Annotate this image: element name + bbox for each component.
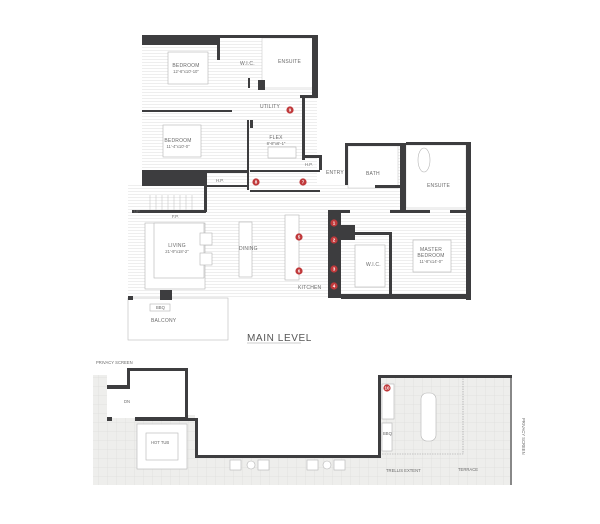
svg-text:2: 2	[333, 238, 336, 243]
utility-label: UTILITY	[260, 104, 280, 110]
bed	[167, 51, 209, 85]
master-bed	[412, 239, 452, 273]
hot-tub-label: HOT TUB	[151, 440, 169, 445]
marker-3: 3	[330, 265, 338, 273]
ensuite-master-tile	[405, 144, 467, 209]
marker-7: 7	[299, 178, 307, 186]
dining-label: DINING	[239, 246, 258, 252]
terrace-label: TERRACE	[458, 467, 478, 472]
svg-text:1: 1	[333, 221, 336, 226]
bedroom2-dims: 11'-4"x10'-0"	[166, 144, 190, 149]
master-label-2: BEDROOM	[417, 253, 444, 259]
lounge-chair	[333, 459, 346, 471]
side-table	[246, 460, 256, 470]
master-label: MASTER	[420, 247, 442, 253]
wic-shelving	[354, 244, 386, 288]
flex-dims: 8'-8"x6'-1"	[267, 141, 286, 146]
rug	[153, 222, 205, 279]
markers: 1 2 3 4 5 6 7 8 9 10	[252, 106, 391, 392]
marker-9: 9	[286, 106, 294, 114]
svg-text:8: 8	[255, 180, 258, 185]
ensuite-master-label: ENSUITE	[427, 183, 451, 189]
bbq-grill	[149, 303, 171, 312]
balcony-floor	[127, 297, 229, 341]
lounge-chair	[306, 459, 319, 471]
lounge-chair	[229, 459, 242, 471]
bedroom1-dims: 12'-6"x10'-10"	[173, 69, 199, 74]
svg-text:5: 5	[298, 235, 301, 240]
marker-10: 10	[383, 384, 391, 392]
svg-text:6: 6	[298, 269, 301, 274]
trellis-outline	[382, 378, 464, 455]
main-level-plan: BEDROOM 12'-6"x10'-10" W.I.C. ENSUITE UT…	[127, 35, 471, 344]
marker-8: 8	[252, 178, 260, 186]
marker-4: 4	[330, 282, 338, 290]
living-dims: 21'-9"x18'-2"	[165, 249, 189, 254]
dining-table	[238, 221, 253, 278]
master-dims: 11'-8"x14'-0"	[419, 259, 443, 264]
wic-top-label: W.I.C.	[240, 61, 255, 67]
stairs	[149, 195, 193, 210]
marker-6: 6	[295, 267, 303, 275]
bbq-label: BBQ	[156, 305, 166, 310]
svg-text:7: 7	[302, 180, 305, 185]
up-label: UP	[134, 209, 140, 214]
hp-label: H.P.	[305, 162, 313, 167]
trellis-label: TRELLIS EXTENT	[386, 468, 421, 473]
svg-text:9: 9	[289, 108, 292, 113]
ensuite-top-label: ENSUITE	[278, 59, 302, 65]
dn-label: DN	[124, 399, 130, 404]
wic-master-label: W.I.C.	[366, 262, 381, 268]
bathtub	[417, 147, 431, 173]
entry-label: ENTRY	[326, 170, 344, 176]
bed	[162, 124, 202, 158]
marker-2: 2	[330, 236, 338, 244]
bedroom1-label: BEDROOM	[172, 63, 199, 69]
svg-text:3: 3	[333, 267, 336, 272]
fp-label: F.P.	[172, 214, 179, 219]
side-table	[322, 460, 332, 470]
armchair	[199, 232, 213, 246]
hot-tub-inner	[145, 432, 179, 461]
balcony-label: BALCONY	[151, 318, 177, 324]
main-level-title: MAIN LEVEL	[247, 333, 312, 344]
marker-5: 5	[295, 233, 303, 241]
outdoor-kitchen	[381, 383, 395, 420]
lounge-chair	[257, 459, 270, 471]
flex-label: FLEX	[269, 135, 283, 141]
stair-core	[107, 368, 187, 418]
terrace-dining-table	[420, 392, 437, 442]
bedroom2-label: BEDROOM	[164, 138, 191, 144]
desk	[267, 146, 297, 159]
living-label: LIVING	[168, 243, 186, 249]
marker-1: 1	[330, 219, 338, 227]
svg-text:10: 10	[384, 386, 390, 391]
terrace-bbq-label: BBQ	[383, 431, 393, 436]
bath-label: BATH	[366, 171, 380, 177]
privacy-screen-top-label: PRIVACY SCREEN	[96, 360, 133, 365]
kitchen-island	[284, 214, 300, 281]
bath-tile	[347, 145, 399, 189]
svg-text:4: 4	[333, 284, 336, 289]
armchair	[199, 252, 213, 266]
kitchen-label: KITCHEN	[298, 285, 322, 291]
privacy-screen-right-label: PRIVACY SCREEN	[521, 418, 526, 455]
terrace-bbq	[381, 422, 393, 452]
hp-label: H.P.	[216, 178, 224, 183]
terrace-plan: PRIVACY SCREEN PRIVACY SCREEN DN HOT TUB…	[93, 360, 526, 485]
